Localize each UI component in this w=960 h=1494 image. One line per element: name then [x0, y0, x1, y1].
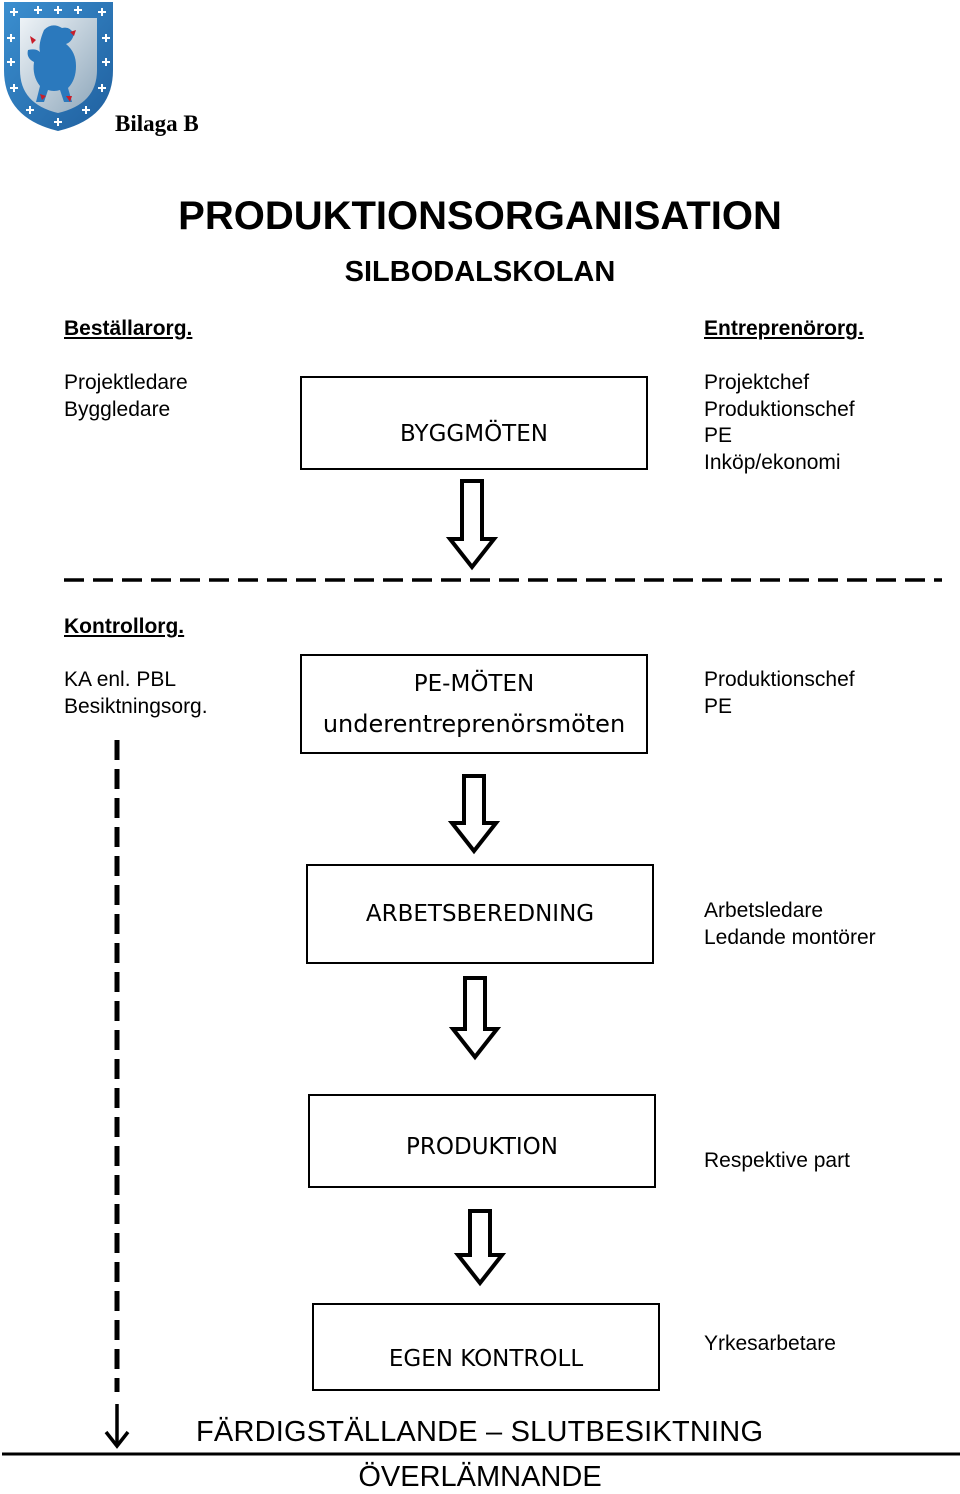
produktion-box: PRODUKTION — [308, 1094, 656, 1188]
down-arrow-4 — [453, 1209, 507, 1287]
pe-role: PE — [704, 694, 733, 718]
produktion-label: PRODUKTION — [406, 1134, 558, 1160]
contractor-role-list: Projektchef Produktionschef PE Inköp/eko… — [704, 370, 855, 476]
pe-moten-box: PE-MÖTEN underentreprenörsmöten — [300, 654, 648, 754]
arbetsberedning-label: ARBETSBEREDNING — [365, 901, 595, 927]
arbetsberedning-box: ARBETSBEREDNING — [306, 864, 654, 964]
contractor-role: Projektchef — [704, 371, 810, 394]
prep-role: Ledande montörer — [704, 925, 876, 949]
page-title: PRODUKTIONSORGANISATION — [178, 194, 782, 238]
egen-kontroll-box: EGEN KONTROLL — [312, 1303, 660, 1391]
prep-role: Arbetsledare — [704, 899, 824, 922]
byggmoten-label: BYGGMÖTEN — [400, 421, 548, 447]
control-role-list: KA enl. PBL Besiktningsorg. — [64, 667, 208, 720]
control-role: KA enl. PBL — [64, 668, 177, 691]
page-subtitle: SILBODALSKOLAN — [344, 256, 616, 288]
appendix-label: Bilaga B — [115, 111, 199, 136]
down-arrow-2 — [447, 774, 501, 855]
control-org-heading: Kontrollorg. — [64, 615, 185, 638]
client-role: Projektledare — [64, 371, 188, 394]
pe-moten-label: PE-MÖTEN — [413, 671, 535, 697]
contractor-org-heading: Entreprenörorg. — [704, 317, 864, 340]
produktion-role: Respektive part — [704, 1149, 850, 1172]
client-role: Byggledare — [64, 397, 171, 421]
down-arrow-3 — [448, 976, 502, 1061]
down-arrow-1 — [445, 479, 499, 571]
egen-kontroll-label: EGEN KONTROLL — [388, 1346, 584, 1372]
egen-kontroll-role: Yrkesarbetare — [704, 1332, 836, 1355]
completion-heading: FÄRDIGSTÄLLANDE – SLUTBESIKTNING — [196, 1416, 764, 1448]
arbetsberedning-role-list: Arbetsledare Ledande montörer — [704, 898, 876, 951]
pe-moten-sublabel: underentreprenörsmöten — [322, 710, 626, 738]
byggmoten-box: BYGGMÖTEN — [300, 376, 648, 470]
handover-heading: ÖVERLÄMNANDE — [358, 1461, 602, 1493]
contractor-role: Produktionschef — [704, 397, 855, 421]
client-org-heading: Beställarorg. — [64, 317, 193, 340]
pe-role: Produktionschef — [704, 668, 855, 691]
contractor-role: Inköp/ekonomi — [704, 450, 841, 474]
client-role-list: Projektledare Byggledare — [64, 370, 188, 423]
control-arrow-head — [104, 1430, 130, 1449]
pe-moten-role-list: Produktionschef PE — [704, 667, 855, 720]
contractor-role: PE — [704, 424, 733, 447]
control-role: Besiktningsorg. — [64, 694, 208, 718]
